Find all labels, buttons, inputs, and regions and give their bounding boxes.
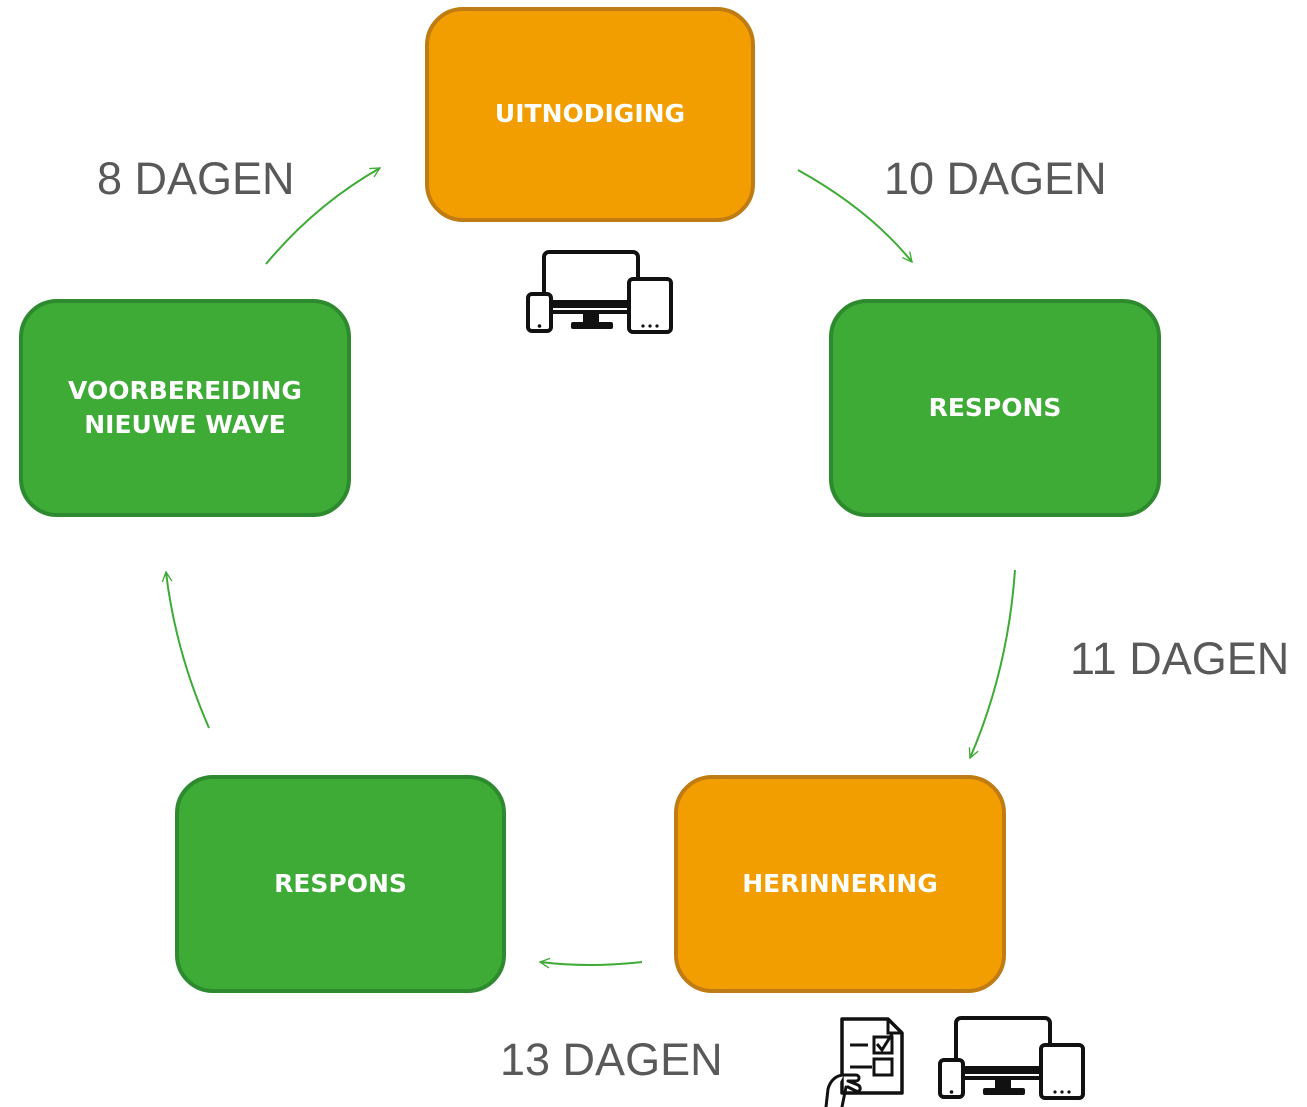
node-respons-2-label: RESPONS: [274, 868, 407, 898]
node-uitnodiging: UITNODIGING: [425, 7, 755, 222]
edge-label-10-dagen: 10 DAGEN: [884, 153, 1107, 204]
multi-device-icon: [526, 250, 673, 334]
arrow-herinnering-to-respons: [540, 962, 643, 965]
node-respons-1: RESPONS: [829, 299, 1161, 517]
edge-label-8-dagen: 8 DAGEN: [97, 153, 295, 204]
paper-form-icon: [824, 1017, 904, 1107]
node-uitnodiging-label: UITNODIGING: [494, 99, 686, 129]
edge-label-13-dagen: 13 DAGEN: [500, 1034, 723, 1085]
node-voorbereiding: VOORBEREIDING NIEUWE WAVE: [19, 299, 351, 517]
node-respons-2: RESPONS: [175, 775, 506, 993]
node-herinnering: HERINNERING: [674, 775, 1006, 993]
arrow-respons-to-herinnering: [970, 569, 1016, 758]
arrow-voorbereiding-to-uitnodiging: [265, 167, 380, 265]
node-voorbereiding-label: VOORBEREIDING NIEUWE WAVE: [68, 375, 302, 440]
arrow-respons-to-voorbereiding: [166, 572, 210, 729]
node-herinnering-label: HERINNERING: [742, 868, 938, 898]
edge-label-11-dagen: 11 DAGEN: [1070, 633, 1290, 684]
arrow-uitnodiging-to-respons: [797, 169, 912, 262]
node-respons-1-label: RESPONS: [928, 392, 1062, 422]
multi-device-icon: [938, 1016, 1085, 1100]
